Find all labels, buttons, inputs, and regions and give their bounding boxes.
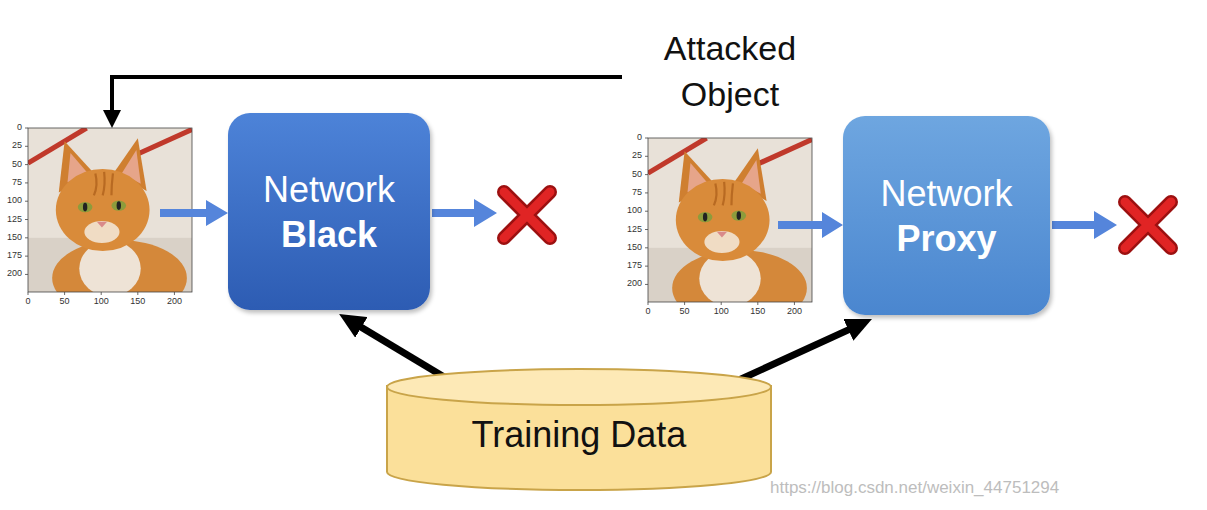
feedback-arrow xyxy=(103,110,121,128)
tick-mark xyxy=(645,229,648,230)
tick-mark xyxy=(64,292,65,295)
axis-tick-label: 75 xyxy=(0,177,22,189)
tick-mark xyxy=(648,302,649,305)
tick-mark xyxy=(645,174,648,175)
axis-tick-label: 150 xyxy=(614,242,642,254)
axis-tick-label: 150 xyxy=(743,306,773,318)
tick-mark xyxy=(101,292,102,295)
axis-tick-label: 100 xyxy=(0,195,22,207)
cat-image xyxy=(28,128,192,316)
axis-tick-label: 200 xyxy=(159,296,189,308)
tick-mark xyxy=(645,211,648,212)
axis-tick-label: 200 xyxy=(779,306,809,318)
tick-mark xyxy=(25,237,28,238)
tick-mark xyxy=(25,219,28,220)
axis-tick-label: 25 xyxy=(614,150,642,162)
axis-tick-label: 0 xyxy=(0,122,22,134)
axis-tick-label: 125 xyxy=(0,214,22,226)
tick-mark xyxy=(684,302,685,305)
tick-mark xyxy=(25,164,28,165)
tick-mark xyxy=(645,156,648,157)
box-title: Network xyxy=(880,171,1012,216)
output-arrow xyxy=(1052,211,1117,239)
box-title: Network xyxy=(263,167,395,212)
tick-mark xyxy=(25,128,28,129)
cat-image xyxy=(648,138,812,302)
axis-tick-label: 100 xyxy=(86,296,116,308)
tick-mark xyxy=(174,292,175,295)
axis-tick-label: 50 xyxy=(0,159,22,171)
wrong-mark xyxy=(1125,202,1171,248)
network-box: NetworkProxy xyxy=(843,116,1050,315)
tick-mark xyxy=(645,247,648,248)
wrong-mark xyxy=(504,192,550,238)
tick-mark xyxy=(645,284,648,285)
tick-mark xyxy=(645,192,648,193)
axis-tick-label: 150 xyxy=(123,296,153,308)
annotation-text: Attacked Object xyxy=(632,26,828,118)
axis-tick-label: 100 xyxy=(614,205,642,217)
output-arrow xyxy=(432,199,497,227)
axis-tick-label: 50 xyxy=(614,169,642,181)
tick-mark xyxy=(137,292,138,295)
tick-mark xyxy=(721,302,722,305)
axis-tick-label: 25 xyxy=(0,140,22,152)
axis-tick-label: 50 xyxy=(50,296,80,308)
tick-mark xyxy=(25,146,28,147)
input-arrow xyxy=(160,200,228,226)
axis-tick-label: 50 xyxy=(670,306,700,318)
axis-tick-label: 200 xyxy=(0,268,22,280)
box-subtitle: Proxy xyxy=(896,216,996,261)
tick-mark xyxy=(25,256,28,257)
axis-tick-label: 175 xyxy=(614,260,642,272)
tick-mark xyxy=(645,138,648,139)
axis-tick-label: 0 xyxy=(633,306,663,318)
wrong-mark xyxy=(504,192,550,238)
axis-tick-label: 125 xyxy=(614,224,642,236)
watermark: https://blog.csdn.net/weixin_44751294 xyxy=(770,478,1059,498)
database-label: Training Data xyxy=(472,412,687,457)
box-subtitle: Black xyxy=(281,212,377,257)
tick-mark xyxy=(757,302,758,305)
axis-tick-label: 0 xyxy=(614,132,642,144)
cat-image xyxy=(648,138,812,326)
feedback-arrow xyxy=(112,77,622,112)
axis-tick-label: 150 xyxy=(0,232,22,244)
tick-mark xyxy=(28,292,29,295)
axis-tick-label: 0 xyxy=(13,296,43,308)
tick-mark xyxy=(794,302,795,305)
wrong-mark xyxy=(1125,202,1171,248)
tick-mark xyxy=(25,201,28,202)
database-cylinder: Training Data xyxy=(385,368,773,492)
cat-image xyxy=(648,138,812,326)
network-box: NetworkBlack xyxy=(228,113,430,310)
cat-image xyxy=(28,128,192,316)
tick-mark xyxy=(25,274,28,275)
cylinder-top xyxy=(387,369,771,405)
axis-tick-label: 100 xyxy=(706,306,736,318)
axis-tick-label: 175 xyxy=(0,250,22,262)
axis-tick-label: 75 xyxy=(614,187,642,199)
tick-mark xyxy=(645,266,648,267)
tick-mark xyxy=(25,182,28,183)
axis-tick-label: 200 xyxy=(614,278,642,290)
wrong-mark xyxy=(504,192,1171,248)
input-arrow xyxy=(778,212,843,238)
